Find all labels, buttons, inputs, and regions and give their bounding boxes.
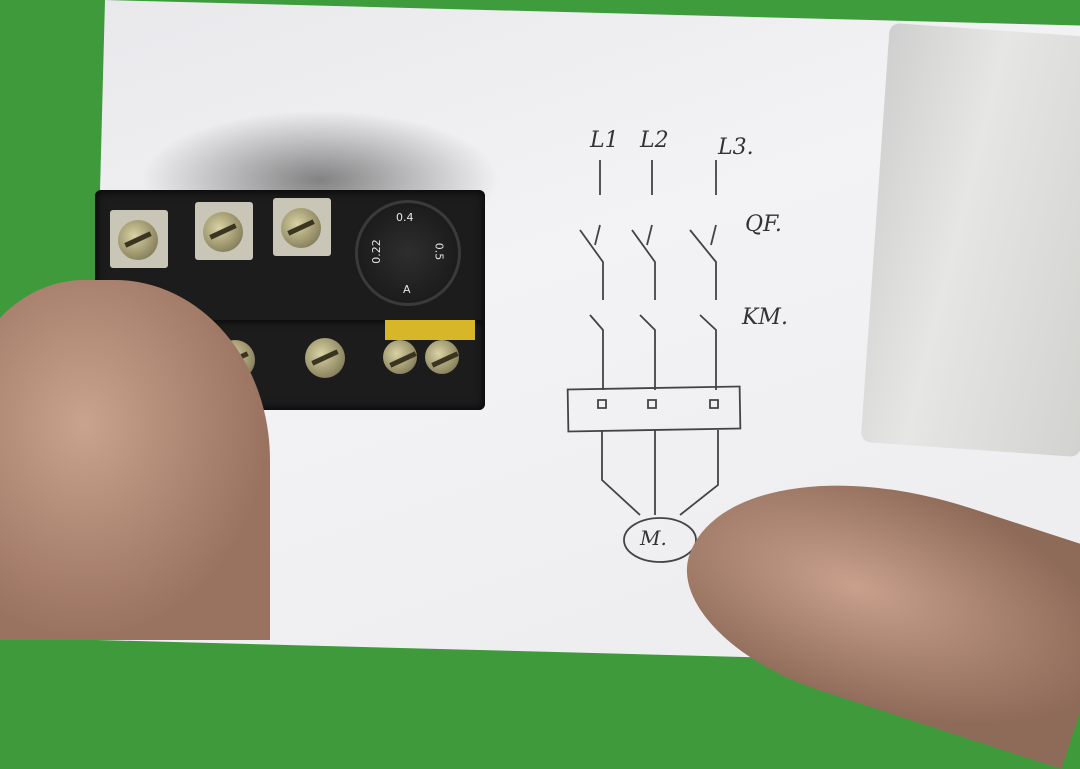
phase-label-l2: L2 xyxy=(640,128,669,153)
screw-icon xyxy=(383,340,417,374)
screw-icon xyxy=(203,212,243,252)
phase-line-1 xyxy=(579,160,604,390)
phase-label-l3: L3. xyxy=(718,135,754,160)
screw-icon xyxy=(425,340,459,374)
motor-label: M. xyxy=(640,526,667,550)
dial-marking: 0.22 xyxy=(369,239,383,264)
screw-icon xyxy=(281,208,321,248)
circuit-diagram xyxy=(566,160,742,563)
phase-line-2 xyxy=(631,160,656,390)
dial-marking: A xyxy=(403,283,411,296)
circuit-breaker-device xyxy=(860,22,1080,458)
phase-line-3 xyxy=(689,160,717,390)
screw-icon xyxy=(118,220,158,260)
screw-icon xyxy=(305,338,345,378)
left-hand xyxy=(0,280,270,640)
dial-marking: 0.4 xyxy=(396,211,414,224)
phase-label-l1: L1 xyxy=(590,128,619,153)
yellow-terminal-strip xyxy=(385,320,475,340)
current-setting-dial[interactable]: 0.22 0.4 0.5 A xyxy=(355,200,461,306)
breaker-label: QF. xyxy=(745,212,782,237)
dial-marking: 0.5 xyxy=(432,242,446,261)
contactor-label: KM. xyxy=(742,305,788,330)
overload-relay-symbol xyxy=(566,385,742,433)
